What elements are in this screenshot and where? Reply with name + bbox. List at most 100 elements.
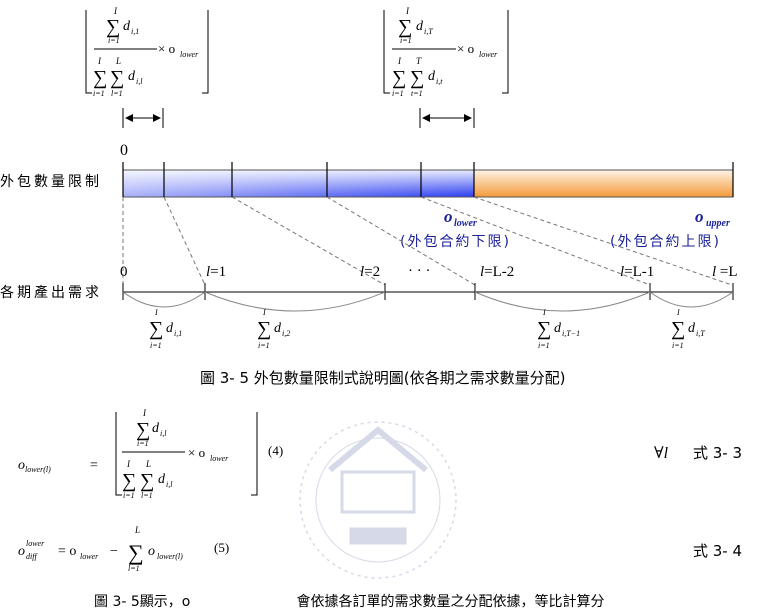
svg-text:(外包合約上限): (外包合約上限) bbox=[610, 234, 721, 250]
sum-top-limit: I bbox=[113, 6, 118, 16]
svg-text:t=1: t=1 bbox=[411, 89, 423, 98]
svg-text:olower(l): olower(l) bbox=[18, 458, 51, 474]
figure-caption: 圖 3- 5 外包數量限制式說明圖(依各期之需求數量分配) bbox=[200, 369, 566, 387]
svg-text:∑: ∑ bbox=[128, 540, 144, 565]
svg-text:(4): (4) bbox=[268, 443, 283, 458]
svg-text:d: d bbox=[158, 472, 166, 487]
svg-text:i=1: i=1 bbox=[123, 491, 135, 500]
svg-text:· · ·: · · · bbox=[408, 263, 431, 279]
period-0: 0 bbox=[120, 264, 128, 280]
d-sub: i,1 bbox=[131, 27, 139, 36]
svg-text:lower(l): lower(l) bbox=[157, 552, 183, 561]
svg-text:i,t: i,t bbox=[436, 77, 443, 86]
svg-text:∑: ∑ bbox=[410, 67, 424, 89]
svg-text:l=1: l=1 bbox=[141, 491, 153, 500]
svg-text:i,l: i,l bbox=[166, 480, 173, 489]
equation-3-3: olower(l) = I ∑ d i,l i=1 × o lower I L … bbox=[18, 408, 742, 500]
svg-text:lower: lower bbox=[80, 552, 99, 561]
svg-text:o: o bbox=[148, 544, 155, 559]
svg-text:L: L bbox=[145, 459, 151, 469]
den-L: L bbox=[115, 56, 121, 66]
timeline-arcs bbox=[122, 291, 734, 312]
svg-text:l=1: l=1 bbox=[206, 264, 226, 280]
body-text-line: 圖 3- 5顯示，o 會依據各訂單的需求數量之分配依據，等比計算分 bbox=[94, 593, 604, 608]
capacity-bar bbox=[122, 162, 734, 198]
period-sum-2: I ∑ d i,2 i=1 bbox=[257, 308, 290, 350]
svg-text:i,l: i,l bbox=[160, 429, 167, 438]
svg-text:I: I bbox=[676, 308, 680, 317]
svg-text:i,T: i,T bbox=[696, 329, 705, 338]
svg-text:T: T bbox=[416, 56, 422, 66]
den-I: I bbox=[97, 56, 102, 66]
svg-text:l=1: l=1 bbox=[128, 564, 140, 573]
svg-text:∑: ∑ bbox=[93, 67, 107, 89]
zero-top: 0 bbox=[120, 142, 128, 159]
svg-text:l=L-1: l=L-1 bbox=[620, 264, 654, 280]
o-lower-label: o lower (外包合約下限) bbox=[400, 207, 511, 250]
svg-text:i=1: i=1 bbox=[93, 89, 105, 98]
svg-text:lower: lower bbox=[454, 218, 477, 229]
svg-text:∑: ∑ bbox=[398, 16, 412, 38]
formula-left: I ∑ d i,1 i=1 × o lower I L ∑ ∑ d i,l i=… bbox=[85, 6, 209, 98]
university-seal-watermark bbox=[299, 421, 457, 579]
width-arrow-left bbox=[122, 108, 164, 128]
svg-text:∑: ∑ bbox=[257, 318, 271, 340]
svg-text:l=2: l=2 bbox=[360, 264, 380, 280]
den-d: d bbox=[128, 69, 136, 84]
timeline bbox=[122, 283, 734, 300]
svg-text:∀l: ∀l bbox=[654, 445, 669, 462]
svg-text:d: d bbox=[274, 321, 282, 336]
svg-text:l =L: l =L bbox=[712, 264, 738, 280]
o-upper-label: o upper (外包合約上限) bbox=[610, 207, 730, 250]
svg-text:I: I bbox=[154, 308, 158, 317]
svg-text:L: L bbox=[134, 525, 140, 535]
period-sum-T-1: I ∑ d i,T−1 i=1 bbox=[537, 308, 580, 350]
svg-text:i=1: i=1 bbox=[258, 341, 270, 350]
svg-text:upper: upper bbox=[706, 218, 730, 229]
svg-text:i=1: i=1 bbox=[538, 341, 550, 350]
svg-text:∑: ∑ bbox=[122, 470, 136, 492]
svg-text:∑: ∑ bbox=[671, 318, 685, 340]
svg-text:i,T−1: i,T−1 bbox=[562, 329, 580, 338]
times-o: × o bbox=[158, 41, 175, 56]
svg-text:式 3- 3: 式 3- 3 bbox=[693, 444, 742, 462]
svg-text:i=1: i=1 bbox=[392, 89, 404, 98]
svg-text:lower: lower bbox=[479, 50, 498, 59]
svg-text:d: d bbox=[428, 69, 436, 84]
svg-text:= o: = o bbox=[58, 544, 76, 559]
svg-text:d: d bbox=[166, 321, 174, 336]
svg-text:d: d bbox=[416, 19, 424, 34]
svg-text:∑: ∑ bbox=[140, 470, 154, 492]
svg-text:i=1: i=1 bbox=[150, 341, 162, 350]
svg-text:(外包合約下限): (外包合約下限) bbox=[400, 234, 511, 250]
svg-text:I: I bbox=[126, 459, 131, 469]
o-sub: lower bbox=[180, 50, 199, 59]
svg-text:(5): (5) bbox=[214, 540, 229, 555]
svg-text:∑: ∑ bbox=[110, 67, 124, 89]
svg-text:i=1: i=1 bbox=[137, 439, 149, 448]
svg-text:式 3- 4: 式 3- 4 bbox=[693, 542, 742, 560]
svg-text:lower: lower bbox=[210, 454, 229, 463]
svg-text:I: I bbox=[142, 408, 147, 418]
svg-text:o: o bbox=[695, 207, 704, 226]
svg-text:i,T: i,T bbox=[424, 27, 433, 36]
period-sum-1: I ∑ d i,1 i=1 bbox=[149, 308, 182, 350]
period-labels: 0 l=1 l=2 · · · l=L-2 l=L-1 l =L bbox=[120, 263, 738, 280]
row1-label: 外包數量限制 bbox=[0, 174, 102, 190]
svg-text:d: d bbox=[152, 421, 160, 436]
svg-text:I: I bbox=[405, 6, 410, 16]
svg-text:I: I bbox=[262, 308, 266, 317]
svg-text:o: o bbox=[444, 207, 453, 226]
svg-text:∑: ∑ bbox=[136, 419, 150, 441]
d-var: d bbox=[123, 19, 131, 34]
svg-text:l=1: l=1 bbox=[111, 89, 123, 98]
mapping-lines bbox=[122, 196, 733, 286]
width-arrow-right bbox=[419, 108, 475, 128]
formula-right: I ∑ d i,T i=1 × o lower I T ∑ ∑ d i,t i=… bbox=[383, 6, 509, 98]
svg-text:o: o bbox=[18, 544, 25, 559]
svg-text:d: d bbox=[554, 321, 562, 336]
svg-text:l=L-2: l=L-2 bbox=[480, 264, 514, 280]
svg-text:d: d bbox=[688, 321, 696, 336]
period-sum-T: I ∑ d i,T i=1 bbox=[671, 308, 705, 350]
equation-3-4: o lower diff = o lower − L ∑ l=1 o lower… bbox=[18, 525, 742, 573]
